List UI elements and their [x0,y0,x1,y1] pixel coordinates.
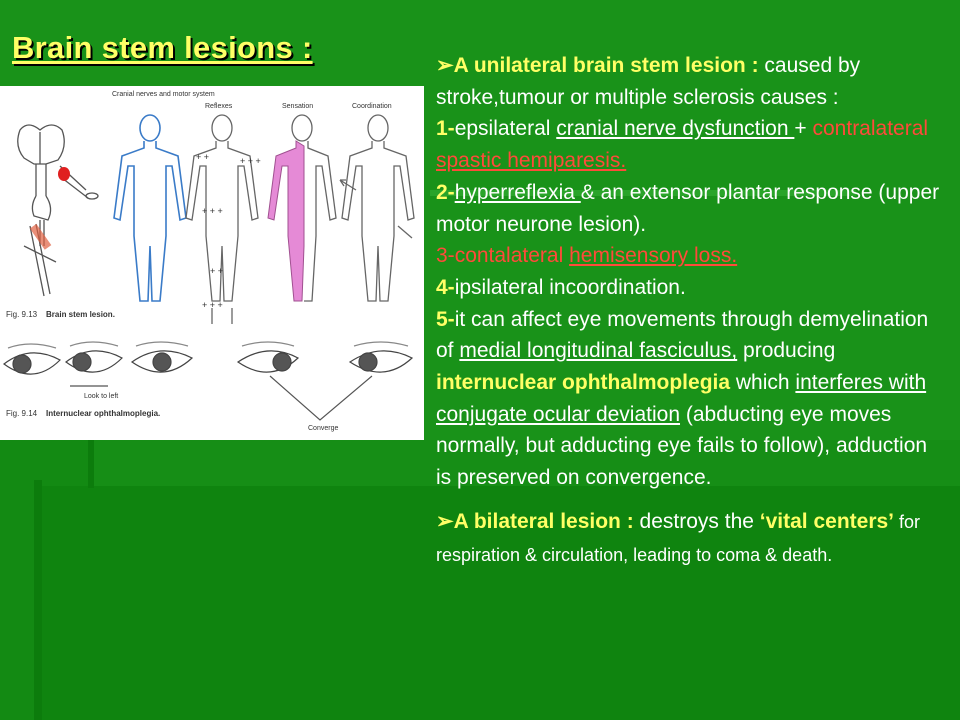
figure-caption: Brain stem lesion. [46,310,115,319]
point-text: ipsilateral incoordination. [454,275,686,299]
look-left-label: Look to left [84,393,118,400]
reflex-mark: + + [196,152,209,162]
bg-line [88,440,94,488]
reflex-mark: + + + [202,206,223,216]
point-number: 5- [436,307,455,331]
figure-caption: Internuclear ophthalmoplegia. [46,409,160,418]
bg-line [430,190,856,196]
point-number: 2- [436,180,455,204]
converge-label: Converge [308,425,338,432]
figure-coordination [339,114,415,302]
point-text: hemisensory loss. [569,244,738,268]
figure-illustration: Cranial nerves and motor system Reflexes… [3,91,415,432]
figure-caption: Fig. 9.14 [6,409,38,418]
point-number: 1- [436,117,455,141]
bilateral-text: destroys the [639,509,760,533]
reflex-mark: + + [210,266,223,276]
point-text: interferes with conjugate ocular deviati… [436,371,927,426]
brainstem-figure: Cranial nerves and motor system Reflexes… [0,86,424,440]
figure-col-label: Sensation [282,103,313,110]
point-text: + [794,117,813,141]
bullet-arrow-icon: ➢ [436,509,454,533]
figure-col-label: Coordination [352,103,392,110]
unilateral-intro: caused by stroke,tumour or multiple scle… [436,54,861,109]
point-text: contalateral [454,244,570,268]
brain-stem-diagram [17,124,99,297]
figure-reflexes [185,114,259,324]
point-text: hyperreflexia [454,180,581,204]
unilateral-heading: A unilateral brain stem lesion : [453,54,765,77]
bilateral-heading: A bilateral lesion : [453,509,640,533]
figure-col-label: Reflexes [205,103,233,110]
point-number: 3- [436,244,455,268]
page-title: Brain stem lesions : [12,30,313,65]
point-text: spastic hemiparesis. [436,149,627,173]
bg-line [34,480,42,720]
lesion-marker [58,167,70,181]
point-text: medial longitudinal fasciculus, [459,339,738,363]
figure-sensation [267,114,337,302]
point-text: internuclear ophthalmoplegia [436,371,731,395]
point-text: (abducting eye moves normally, but adduc… [436,402,928,490]
point-text: epsilateral [454,117,557,141]
slide-body: ➢A unilateral brain stem lesion : caused… [436,50,948,571]
reflex-mark: + + + [240,156,261,166]
point-number: 4- [436,275,455,299]
point-text: cranial nerve dysfunction [556,117,795,141]
bilateral-section: ➢A bilateral lesion : destroys the ‘vita… [436,506,948,571]
bg-band [90,440,960,486]
bg-band [36,486,960,720]
figure-col-label: Cranial nerves and motor system [112,91,215,98]
point-text: & an extensor plantar response (upper mo… [436,180,940,236]
point-text: which [730,371,796,395]
bullet-arrow-icon: ➢ [436,54,454,77]
bilateral-text: for respiration & circulation, leading t… [436,511,921,565]
eye-row [3,341,414,421]
unilateral-section: ➢A unilateral brain stem lesion : caused… [436,50,948,494]
point-text: contralateral [812,117,929,141]
lesion-marker [29,223,52,250]
reflex-mark: + + + [202,300,223,310]
point-text: producing [737,339,836,363]
figure-caption: Fig. 9.13 [6,310,38,319]
bilateral-vital: ‘vital centers’ [759,509,895,533]
figure-motor [113,114,187,302]
point-text: it can affect eye movements through demy… [436,307,929,363]
